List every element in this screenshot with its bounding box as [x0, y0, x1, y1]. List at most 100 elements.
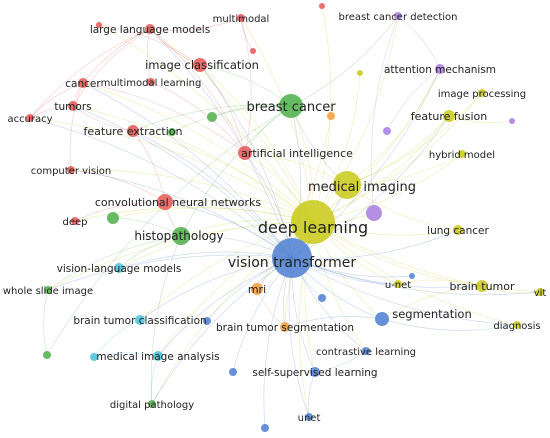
- node-large-language-models[interactable]: [145, 24, 155, 34]
- edge-breast-cancer-detection-u8: [370, 15, 399, 214]
- node-unet[interactable]: [305, 413, 313, 421]
- node-artificial-intelligence[interactable]: [238, 146, 252, 160]
- node-u15[interactable]: [261, 424, 269, 432]
- edge-histopathology-whole-slide-image: [47, 235, 182, 291]
- node-breast-cancer[interactable]: [279, 94, 303, 118]
- edge-attention-mechanism-breast-cancer-detection: [397, 15, 441, 70]
- node-brain-tumor-classification[interactable]: [135, 315, 145, 325]
- node-u2[interactable]: [319, 3, 325, 9]
- edge-vision-transformer-accuracy: [29, 117, 293, 259]
- node-u17[interactable]: [43, 351, 51, 359]
- label-breast-cancer: breast cancer: [246, 100, 336, 115]
- label-accuracy: accuracy: [7, 114, 52, 125]
- node-convolutional-neural-networks[interactable]: [157, 194, 173, 210]
- edge-cancer-computer-vision: [69, 82, 84, 171]
- edge-vision-transformer-vision-language-models: [118, 251, 293, 269]
- label-tumors: tumors: [54, 101, 91, 113]
- label-image-classification: image classification: [145, 58, 259, 72]
- node-u8[interactable]: [366, 205, 382, 221]
- edge-deep-learning-u5: [112, 207, 314, 223]
- node-lung-cancer[interactable]: [453, 225, 463, 235]
- edge-vision-transformer-u15: [263, 257, 293, 429]
- node-cancer[interactable]: [78, 78, 88, 88]
- node-hybrid-model[interactable]: [458, 150, 466, 158]
- edge-artificial-intelligence-multimodal: [240, 17, 252, 154]
- label-image-processing: image processing: [438, 89, 526, 100]
- edge-breast-cancer-u17: [46, 105, 292, 356]
- edge-vision-transformer-large-language-models: [149, 28, 293, 259]
- node-vision-language-models[interactable]: [114, 263, 124, 273]
- node-u12[interactable]: [203, 317, 211, 325]
- edge-large-language-models-tumors: [72, 28, 151, 107]
- node-whole-slide-image[interactable]: [44, 286, 52, 294]
- node-computer-vision[interactable]: [67, 166, 75, 174]
- node-u18[interactable]: [250, 48, 256, 54]
- edge-deep-learning-brain-tumor-classification: [139, 221, 314, 321]
- node-accuracy[interactable]: [26, 114, 34, 122]
- node-u9[interactable]: [383, 127, 391, 135]
- node-feature-fusion[interactable]: [443, 110, 455, 122]
- edge-vision-transformer-brain-tumor: [291, 257, 483, 289]
- edge-convolutional-neural-networks-computer-vision: [70, 169, 166, 203]
- node-u5[interactable]: [107, 212, 119, 224]
- edge-breast-cancer-histopathology: [180, 105, 292, 237]
- node-u1[interactable]: [96, 22, 102, 28]
- label-medical-imaging: medical imaging: [308, 180, 416, 195]
- node-contrastive-learning[interactable]: [362, 347, 370, 355]
- label-brain-tumor: brain tumor: [449, 280, 515, 293]
- node-u4[interactable]: [168, 128, 176, 136]
- node-medical-image-analysis[interactable]: [153, 351, 163, 361]
- node-histopathology[interactable]: [172, 227, 190, 245]
- node-image-processing[interactable]: [478, 89, 486, 97]
- edge-deep-learning-u1: [98, 24, 314, 223]
- edge-deep-learning-deep: [74, 206, 314, 223]
- label-deep: deep: [63, 217, 88, 228]
- node-vit[interactable]: [536, 288, 544, 296]
- node-image-classification[interactable]: [193, 58, 207, 72]
- label-diagnosis: diagnosis: [493, 321, 540, 332]
- label-unet: unet: [298, 413, 321, 424]
- edge-vision-transformer-lung-cancer: [291, 229, 459, 260]
- label-vision-transformer: vision transformer: [228, 255, 356, 271]
- edge-breast-cancer-medical-imaging: [290, 105, 348, 186]
- label-segmentation: segmentation: [392, 307, 472, 321]
- node-multimodal-learning[interactable]: [147, 78, 155, 86]
- edge-artificial-intelligence-image-classification: [199, 64, 246, 154]
- node-brain-tumor[interactable]: [476, 280, 488, 292]
- node-vision-transformer[interactable]: [272, 238, 312, 278]
- node-brain-tumor-segmentation[interactable]: [280, 322, 290, 332]
- label-multimodal: multimodal: [213, 14, 270, 25]
- edge-medical-image-analysis-u6: [93, 352, 159, 358]
- node-breast-cancer-detection[interactable]: [394, 12, 402, 20]
- node-u6[interactable]: [90, 353, 98, 361]
- node-multimodal[interactable]: [237, 14, 245, 22]
- edge-artificial-intelligence-large-language-models: [149, 28, 246, 154]
- node-feature-extraction[interactable]: [127, 125, 139, 137]
- node-u10[interactable]: [509, 118, 515, 124]
- node-u3[interactable]: [207, 112, 217, 122]
- node-u14[interactable]: [229, 368, 237, 376]
- node-deep[interactable]: [71, 217, 79, 225]
- label-cancer: cancer: [65, 78, 101, 90]
- edge-medical-imaging-image-processing: [346, 92, 483, 186]
- label-self-supervised-learning: self-supervised learning: [252, 367, 377, 379]
- edge-medical-image-analysis-digital-pathology: [150, 355, 159, 405]
- node-u13[interactable]: [318, 294, 326, 302]
- node-medical-imaging[interactable]: [333, 171, 361, 199]
- node-segmentation[interactable]: [375, 312, 389, 326]
- node-attention-mechanism[interactable]: [435, 64, 445, 74]
- node-u7[interactable]: [327, 112, 335, 120]
- node-u-net[interactable]: [394, 280, 402, 288]
- network-edges: [29, 5, 541, 429]
- node-digital-pathology[interactable]: [148, 400, 156, 408]
- node-tumors[interactable]: [68, 101, 78, 111]
- node-u11[interactable]: [357, 70, 363, 76]
- node-self-supervised-learning[interactable]: [310, 367, 320, 377]
- node-mri[interactable]: [251, 283, 263, 295]
- node-u16[interactable]: [409, 273, 415, 279]
- label-vision-language-models: vision-language models: [57, 263, 182, 275]
- node-deep-learning[interactable]: [291, 200, 335, 244]
- edge-vision-transformer-vit: [291, 257, 541, 296]
- node-diagnosis[interactable]: [513, 321, 521, 329]
